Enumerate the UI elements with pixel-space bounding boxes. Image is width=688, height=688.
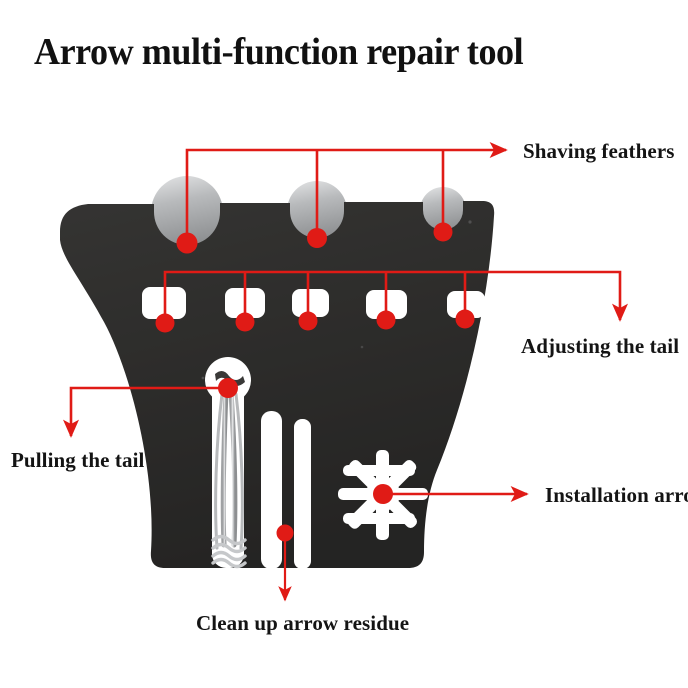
page-title: Arrow multi-function repair tool — [34, 31, 524, 73]
tool-body — [40, 190, 520, 580]
callout-label-installation-arrow: Installation arrow — [545, 483, 688, 507]
callout-label-adjusting-the-tail: Adjusting the tail — [521, 334, 680, 358]
callout-label-shaving-feathers: Shaving feathers — [523, 139, 675, 163]
callout-label-clean-up-arrow-residue: Clean up arrow residue — [196, 611, 410, 635]
callout-label-pulling-the-tail: Pulling the tail — [11, 448, 145, 472]
